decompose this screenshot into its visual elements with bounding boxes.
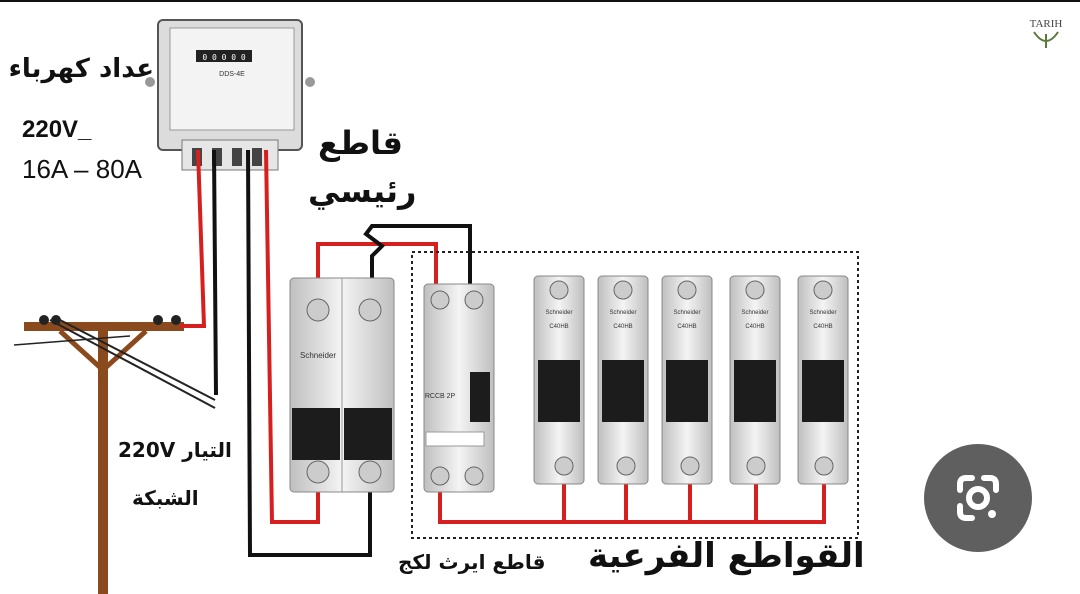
main-breaker-brand: Schneider bbox=[300, 351, 336, 360]
google-lens-icon bbox=[957, 475, 999, 521]
mcb-3 bbox=[661, 275, 713, 485]
wires bbox=[180, 149, 826, 557]
electricity-meter bbox=[145, 19, 315, 171]
main-breaker-label-line2: رئيسي bbox=[308, 172, 417, 210]
rcd-code: RCCB 2P bbox=[425, 393, 456, 400]
mcb3-brand: Schneider bbox=[673, 310, 700, 316]
grid-current-label: التيار 220V bbox=[118, 438, 232, 462]
top-border bbox=[0, 0, 1080, 2]
grid-network-label: الشبكة bbox=[132, 486, 199, 510]
mcb-4 bbox=[729, 275, 781, 485]
mcb4-model: C40HB bbox=[745, 324, 764, 330]
mcb2-model: C40HB bbox=[613, 324, 632, 330]
meter-neutral-out bbox=[246, 149, 372, 557]
rcd-breaker bbox=[423, 283, 495, 493]
svg-text:TARIH: TARIH bbox=[1030, 18, 1063, 30]
branch-enclosure bbox=[411, 251, 859, 539]
mcb1-brand: Schneider bbox=[545, 310, 572, 316]
lens-button[interactable] bbox=[924, 444, 1032, 552]
meter-reading: 0 0 0 0 0 bbox=[202, 53, 246, 62]
meter-voltage: 220V_ bbox=[22, 116, 92, 143]
branch-breakers bbox=[533, 275, 849, 485]
mcb-5 bbox=[797, 275, 849, 485]
mcb3-model: C40HB bbox=[677, 324, 696, 330]
utility-pole bbox=[13, 315, 216, 594]
mcb5-brand: Schneider bbox=[809, 310, 836, 316]
main-breaker-label-line1: قاطع bbox=[318, 124, 403, 162]
main-to-rcd-neutral bbox=[363, 224, 472, 285]
tarih-logo: TARIH bbox=[1030, 18, 1063, 48]
mcb2-brand: Schneider bbox=[609, 310, 636, 316]
mcb4-brand: Schneider bbox=[741, 310, 768, 316]
meter-model: DDS-4E bbox=[219, 71, 245, 78]
incoming-live-wire bbox=[180, 149, 207, 328]
mcb5-model: C40HB bbox=[813, 324, 832, 330]
incoming-neutral-wire bbox=[212, 149, 218, 396]
meter-current: 16A – 80A bbox=[22, 154, 142, 184]
mcb-2 bbox=[597, 275, 649, 485]
meter-live-out bbox=[264, 149, 320, 524]
branch-breakers-label: القواطع الفرعية bbox=[588, 536, 865, 576]
mcb1-model: C40HB bbox=[549, 324, 568, 330]
mcb-1 bbox=[533, 275, 585, 485]
main-breaker bbox=[289, 277, 395, 493]
rcd-breaker-label: قاطع ايرث لكج bbox=[398, 550, 546, 574]
meter-title: عداد كهرباء bbox=[8, 54, 154, 84]
